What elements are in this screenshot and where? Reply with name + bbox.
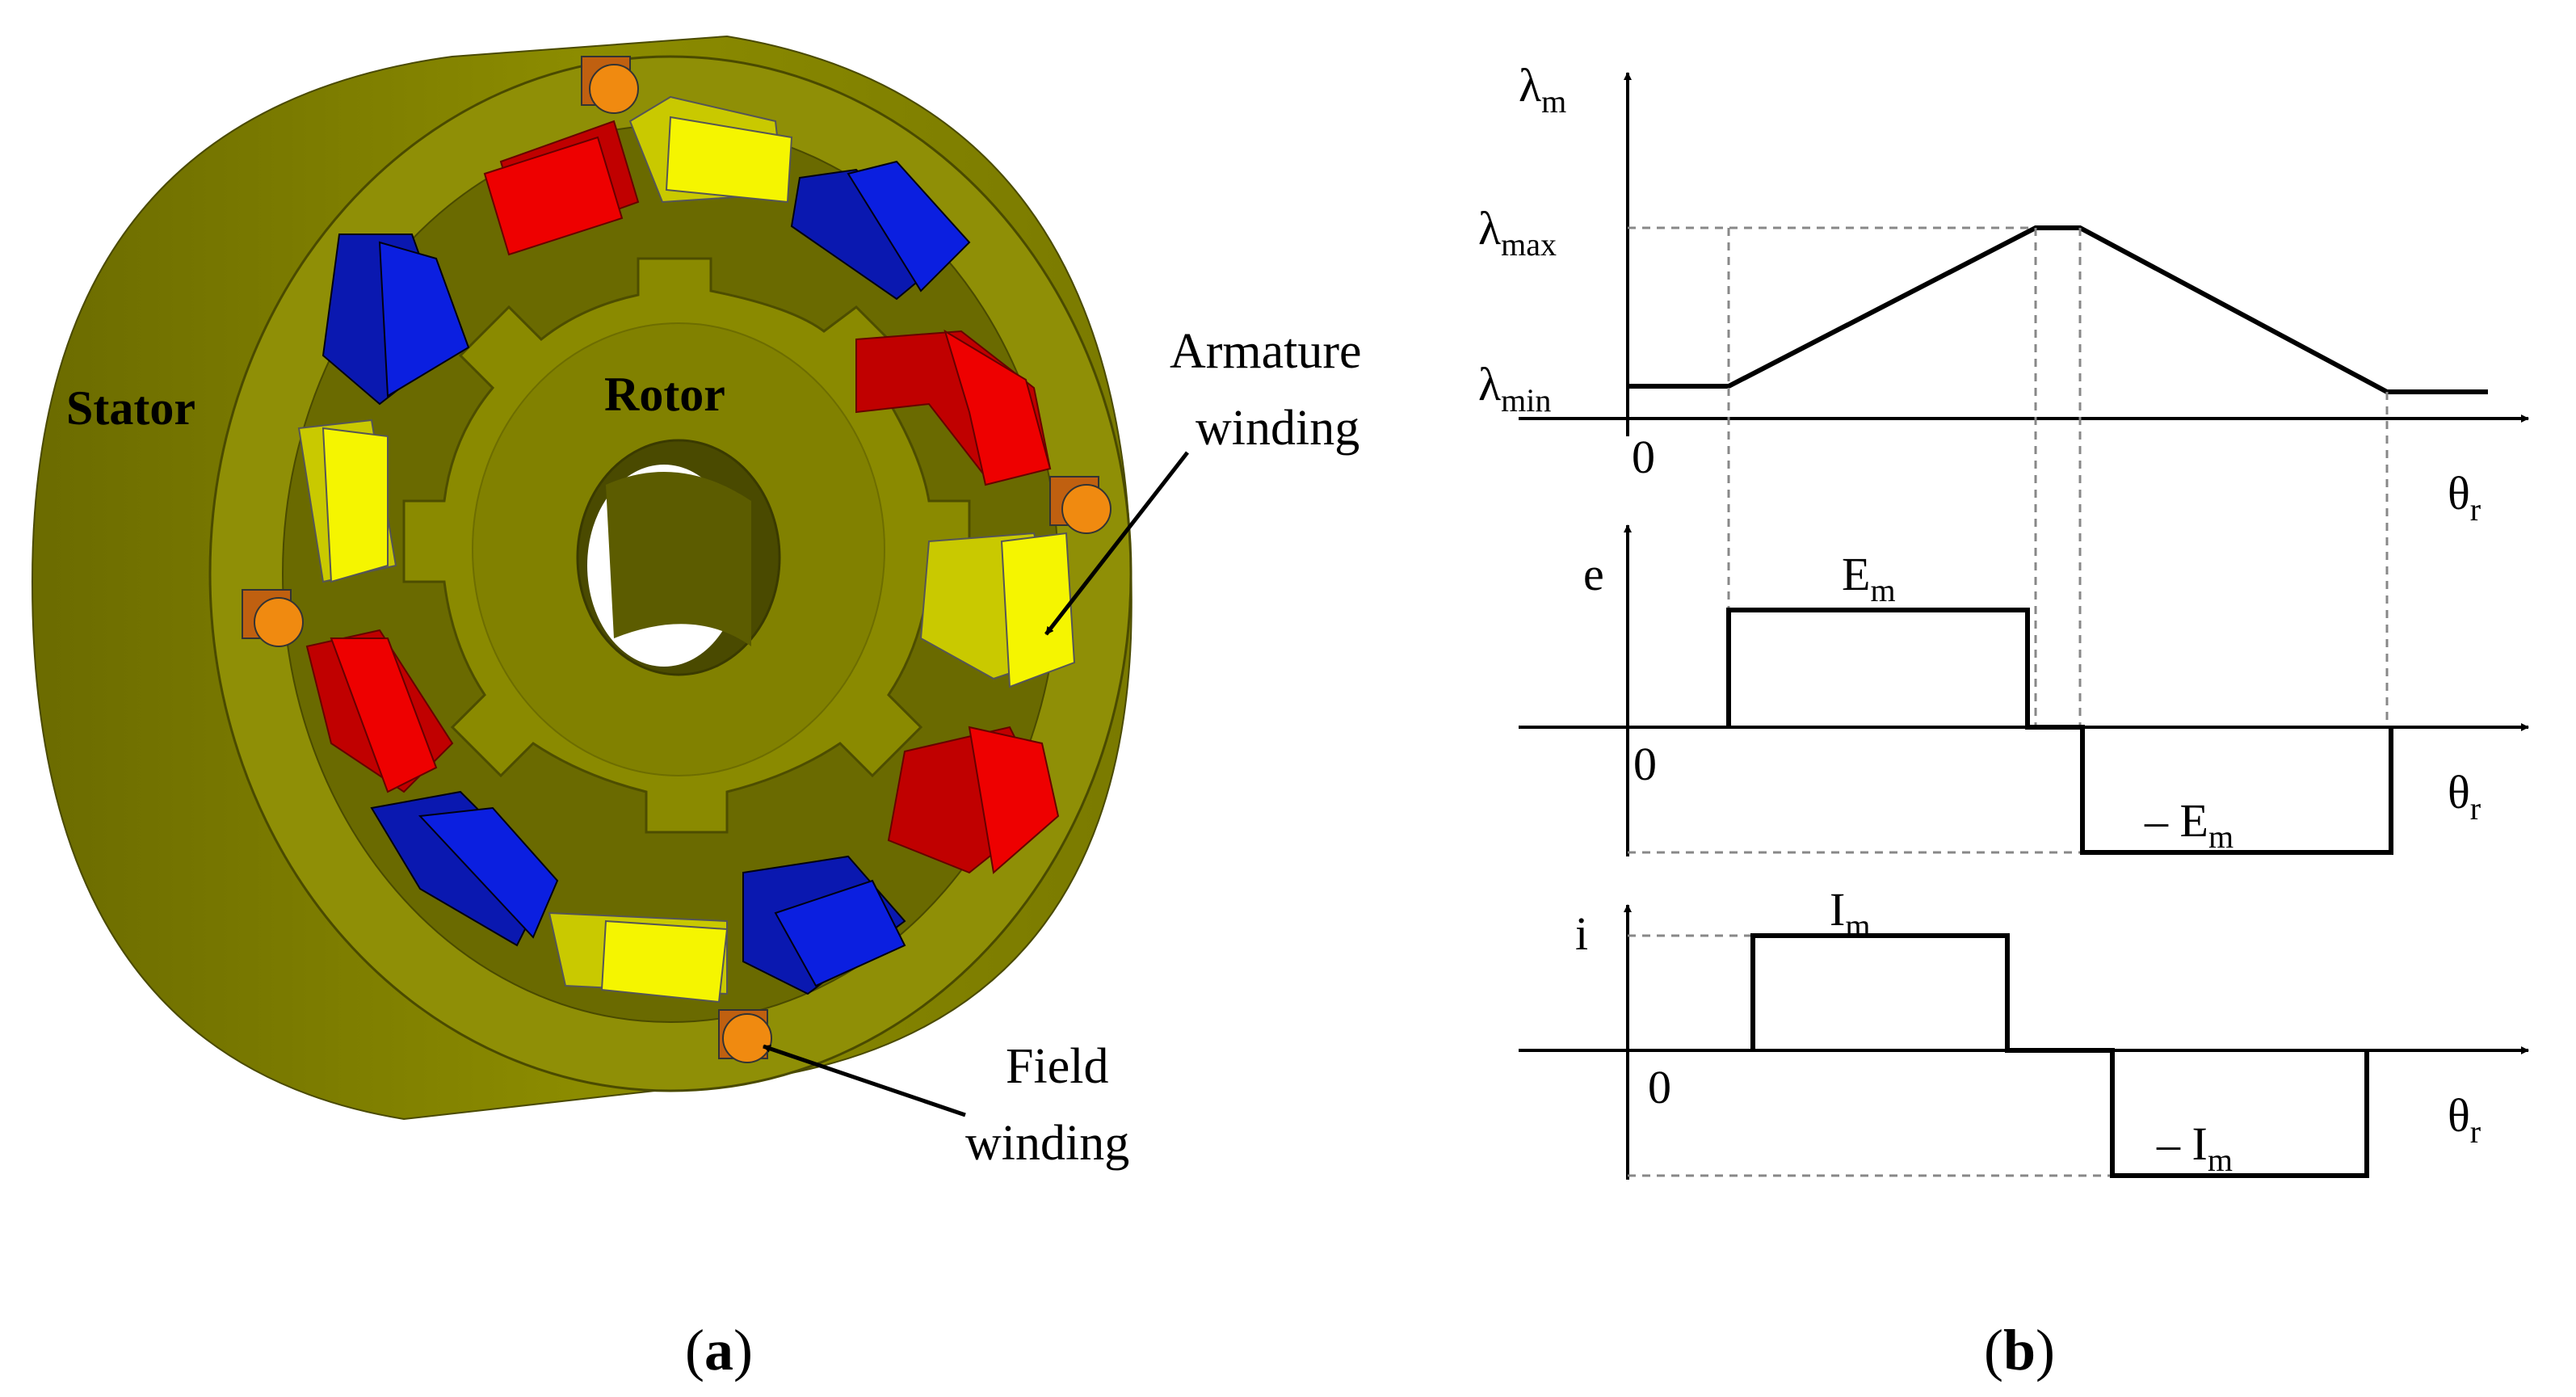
waveform-plots: λm λmax λmin 0 θr e Em – Em 0 θr (1478, 59, 2529, 1382)
label-stator: Stator (66, 381, 195, 435)
armature-pointer-arrow (1044, 451, 1189, 636)
current-neg-label: – Im (2156, 1117, 2233, 1178)
flux-x-label: θr (2448, 467, 2481, 528)
transition-guides (1727, 228, 2389, 727)
rotor-shaft-hole (576, 439, 781, 676)
emf-x-label: θr (2448, 766, 2481, 827)
rotor (402, 257, 971, 834)
label-armature-line1: Armature (1170, 324, 1362, 379)
flux-tick-max: λmax (1478, 202, 1557, 263)
current-x-label: θr (2448, 1089, 2481, 1150)
current-plot: i Im – Im 0 θr (1519, 883, 2529, 1180)
emf-waveform (1726, 608, 2393, 855)
flux-waveform (1628, 225, 2488, 394)
emf-pos-label: Em (1842, 548, 1896, 608)
current-pos-label: Im (1830, 883, 1870, 944)
label-field-line2: winding (965, 1116, 1129, 1171)
flux-origin: 0 (1632, 431, 1655, 483)
flux-tick-min: λmin (1478, 358, 1551, 419)
machine-drawing: Stator Rotor Armature winding Field wind… (31, 35, 1362, 1382)
label-field-line1: Field (1006, 1039, 1108, 1094)
emf-neg-label: – Em (2144, 794, 2234, 855)
current-waveform (1750, 933, 2369, 1178)
current-y-label: i (1575, 907, 1588, 960)
label-armature-line2: winding (1196, 401, 1359, 456)
current-origin: 0 (1648, 1061, 1671, 1113)
caption-a: (a) (685, 1318, 753, 1382)
emf-y-label: e (1583, 548, 1604, 600)
armature-coils (297, 95, 1076, 1004)
emf-plot: e Em – Em 0 θr (1519, 524, 2529, 856)
emf-origin: 0 (1633, 738, 1657, 790)
caption-b: (b) (1984, 1318, 2055, 1382)
label-rotor: Rotor (604, 368, 725, 421)
flux-y-label: λm (1519, 59, 1566, 120)
field-pointer-arrow (763, 1044, 966, 1117)
flux-linkage-plot: λm λmax λmin 0 θr (1478, 59, 2529, 528)
field-winding-conductors (242, 56, 1112, 1063)
